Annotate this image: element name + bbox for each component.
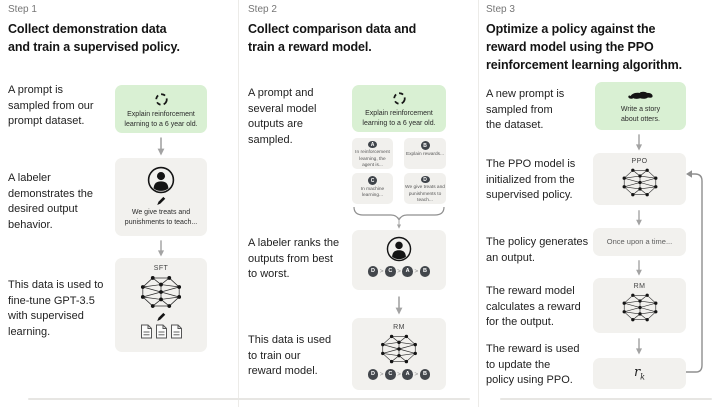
neural-network-icon — [620, 291, 660, 324]
document-icon — [155, 324, 168, 339]
model-name: PPO — [631, 158, 648, 165]
neural-network-icon — [620, 166, 660, 199]
rank-separator: > — [414, 370, 419, 378]
column-divider — [478, 0, 479, 407]
bottom-separator — [28, 398, 470, 400]
prompt-text: Explain reinforcement learning to a 6 ye… — [362, 110, 436, 127]
rank-chip: A — [402, 266, 413, 277]
rank-chip: D — [367, 266, 379, 277]
caption-rm-reward: The reward model calculates a reward for… — [486, 285, 581, 329]
arrow-down-icon — [394, 295, 404, 315]
labeler-demo-box: We give treats and punishments to teach.… — [115, 158, 207, 236]
output-snippet: Explain rewards... — [405, 152, 445, 157]
brace-icon — [353, 206, 445, 220]
output-letter-badge: A — [368, 141, 377, 149]
caption-ppo-update: The reward is used to update the policy … — [486, 343, 580, 387]
person-icon — [386, 236, 412, 262]
caption-policy-output: The policy generates an output. — [486, 236, 589, 264]
arrow-down-icon — [634, 209, 644, 226]
reward-model-box: RM — [593, 278, 686, 333]
step-heading: Optimize a policy against the reward mod… — [486, 22, 683, 72]
arrow-down-icon — [394, 217, 404, 229]
ppo-model-box: PPO — [593, 153, 686, 205]
rank-separator: > — [397, 370, 401, 378]
output-snippet: In reinforcement learning, the agent is.… — [355, 150, 390, 168]
reward-model-box: RM D > C > A > B — [352, 318, 446, 390]
model-output-c: C In machine learning... — [352, 173, 393, 204]
model-output-b: B Explain rewards... — [404, 138, 446, 169]
rank-chip: B — [419, 266, 431, 277]
column-step-1: Step 1 Collect demonstration data and tr… — [0, 0, 238, 407]
feedback-loop-arrow-icon — [686, 170, 703, 373]
ranking-chips: D > C > A > B — [367, 369, 431, 380]
output-snippet: We give treats and punishments to teach.… — [405, 185, 445, 203]
step-number-label: Step 1 — [8, 4, 37, 15]
rank-chip: C — [385, 369, 396, 380]
model-name: RM — [633, 283, 646, 290]
document-icon — [140, 324, 153, 339]
caption-outputs-sampled: A prompt and several model outputs are s… — [248, 87, 317, 146]
column-divider — [238, 0, 239, 407]
caption-labeler-demonstrates: A labeler demonstrates the desired outpu… — [8, 172, 93, 231]
step-number-label: Step 3 — [486, 4, 515, 15]
rank-chip: A — [402, 369, 413, 380]
prompt-box: Explain reinforcement learning to a 6 ye… — [352, 85, 446, 132]
rank-chip: C — [385, 266, 396, 277]
prompt-box: Write a story about otters. — [595, 82, 686, 130]
model-output-a: A In reinforcement learning, the agent i… — [352, 138, 393, 169]
rank-separator: > — [379, 370, 384, 378]
step-heading: Collect comparison data and train a rewa… — [248, 22, 417, 54]
output-letter-badge: D — [420, 176, 430, 184]
rank-chip: B — [419, 369, 431, 380]
caption-new-prompt: A new prompt is sampled from the dataset… — [486, 88, 565, 132]
arrow-down-icon — [634, 133, 644, 151]
output-letter-badge: C — [368, 176, 377, 185]
neural-network-icon — [378, 332, 420, 366]
arrow-down-icon — [156, 136, 166, 156]
column-step-2: Step 2 Collect comparison data and train… — [238, 0, 478, 407]
caption-finetune: This data is used to fine-tune GPT-3.5 w… — [8, 279, 104, 338]
person-icon — [147, 166, 175, 194]
arrow-down-icon — [156, 239, 166, 257]
caption-ppo-init: The PPO model is initialized from the su… — [486, 158, 576, 202]
bottom-separator — [500, 398, 712, 400]
cycle-icon — [392, 92, 406, 105]
rank-separator: > — [414, 267, 419, 275]
output-snippet: In machine learning... — [360, 187, 385, 199]
caption-prompt-sampled: A prompt is sampled from our prompt data… — [8, 84, 94, 128]
column-step-3: Step 3 Optimize a policy against the rew… — [478, 0, 720, 407]
caption-train-rm: This data is used to train our reward mo… — [248, 334, 332, 378]
step-number-label: Step 2 — [248, 4, 277, 15]
prompt-text: Explain reinforcement learning to a 6 ye… — [124, 111, 198, 128]
model-output-d: D We give treats and punishments to teac… — [404, 173, 446, 204]
step-heading: Collect demonstration data and train a s… — [8, 22, 180, 54]
output-letter-badge: B — [420, 141, 430, 150]
otter-icon — [627, 91, 653, 99]
reward-symbol: rk — [633, 365, 646, 382]
documents-icon — [140, 324, 183, 339]
arrow-down-icon — [634, 337, 644, 355]
sft-model-box: SFT — [115, 258, 207, 352]
reward-value-box: rk — [593, 358, 686, 389]
model-name: SFT — [153, 265, 169, 272]
ranking-chips: D > C > A > B — [367, 266, 431, 277]
policy-output-box: Once upon a time... — [593, 228, 686, 256]
rank-chip: D — [367, 369, 379, 380]
prompt-text: Write a story about otters. — [620, 106, 661, 123]
prompt-box: Explain reinforcement learning to a 6 ye… — [115, 85, 207, 133]
pen-icon — [156, 196, 166, 206]
rank-separator: > — [379, 267, 384, 275]
rank-separator: > — [397, 267, 401, 275]
caption-labeler-ranks: A labeler ranks the outputs from best to… — [248, 237, 340, 281]
document-icon — [170, 324, 183, 339]
model-name: RM — [393, 324, 405, 331]
neural-network-icon — [138, 273, 184, 311]
arrow-down-icon — [634, 259, 644, 276]
labeler-ranking-box: D > C > A > B — [352, 230, 446, 290]
generated-output-text: Once upon a time... — [606, 236, 673, 246]
pen-icon — [156, 312, 166, 322]
cycle-icon — [154, 93, 168, 106]
demonstration-text: We give treats and punishments to teach.… — [124, 209, 198, 226]
